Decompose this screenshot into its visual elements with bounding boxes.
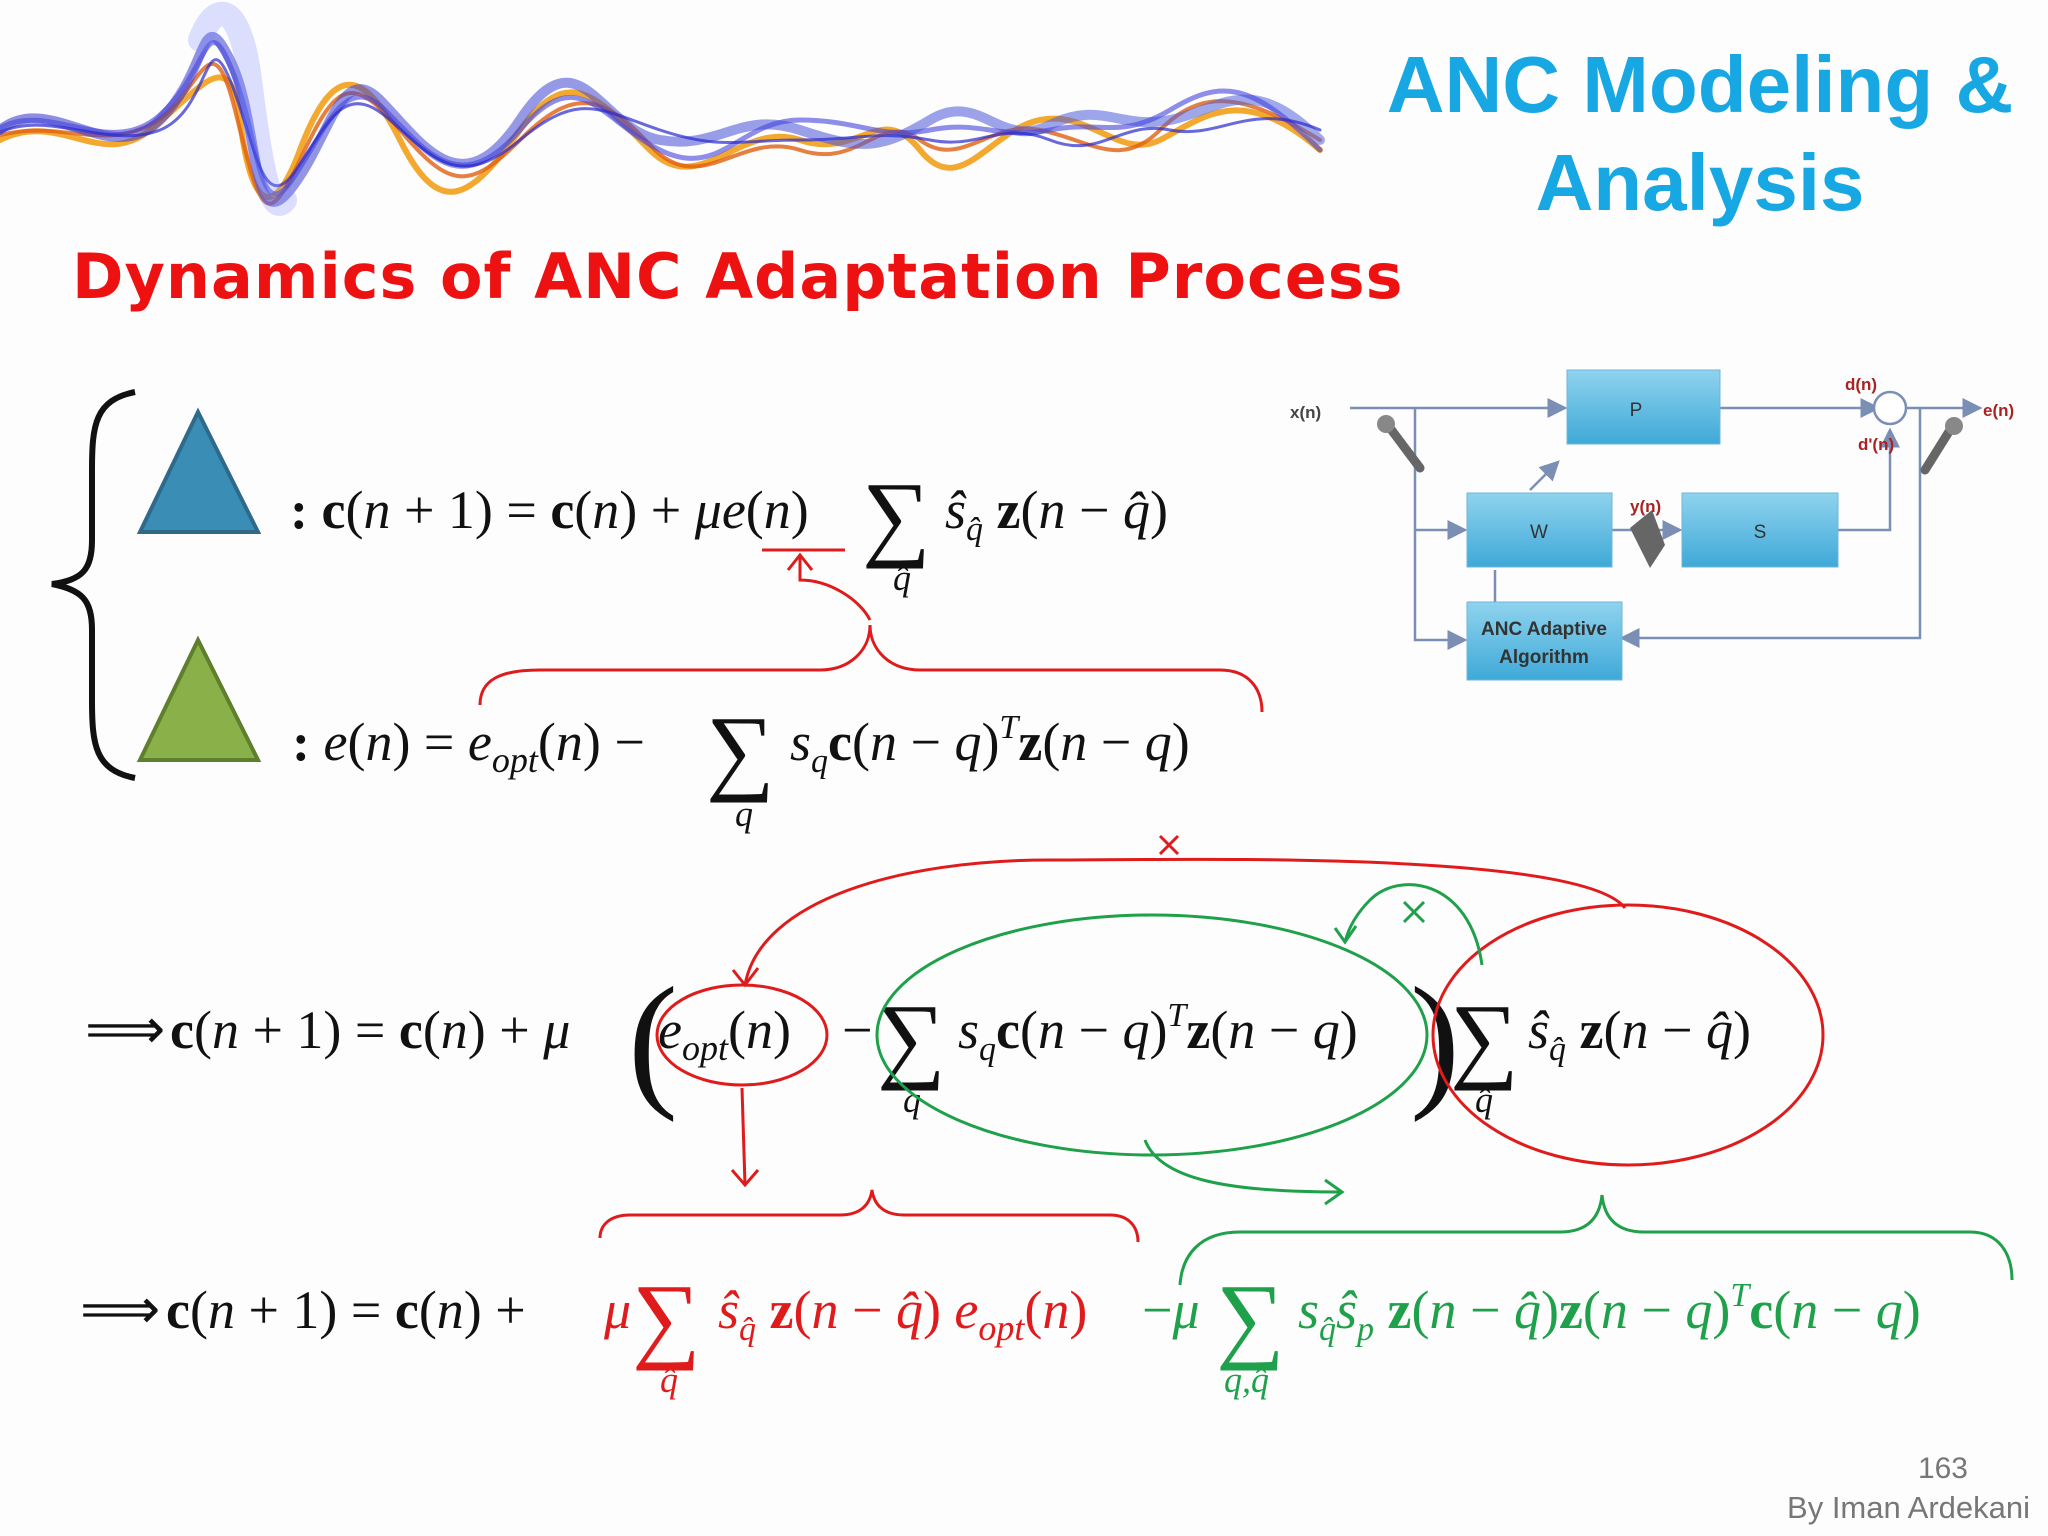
- equation-expanded: ⟹ c(n + 1) = c(n) + μ ∑ q̂ ŝq̂ z(n − q̂)…: [80, 1264, 1921, 1400]
- svg-text:ŝq̂ z(n − q̂): ŝq̂ z(n − q̂): [945, 480, 1168, 548]
- slide-subtitle: Dynamics of ANC Adaptation Process: [72, 240, 1404, 313]
- svg-text:q̂: q̂: [1475, 1080, 1493, 1120]
- svg-text:sqc(n − q)Tz(n − q): sqc(n − q)Tz(n − q): [790, 709, 1190, 780]
- block-w: [1466, 492, 1613, 568]
- svg-text:q,q̂: q,q̂: [1224, 1360, 1269, 1400]
- slide-title-line-2: Analysis: [1535, 138, 1865, 227]
- svg-text:sq̂ŝp z(n − q̂)z(n − q)Tc(n −: sq̂ŝp z(n − q̂)z(n − q)Tc(n − q): [1298, 1277, 1921, 1348]
- block-p: [1566, 369, 1721, 445]
- svg-text:−μ: −μ: [1142, 1280, 1200, 1340]
- left-brace: [51, 389, 136, 781]
- svg-text:: c(n + 1) = c(n) + μe(n): : c(n + 1) = c(n) + μe(n): [290, 480, 809, 540]
- error-microphone-icon: [1920, 417, 1963, 475]
- svg-text:∑: ∑: [632, 1264, 700, 1371]
- slide-title-line-1: ANC Modeling &: [1386, 40, 2014, 129]
- loudspeaker-icon: [1630, 510, 1665, 568]
- equation-error: : e(n) = eopt(n) − ∑ q sqc(n − q)Tz(n − …: [292, 696, 1190, 834]
- svg-text:∑: ∑: [706, 696, 774, 803]
- label-s: S: [1754, 522, 1767, 543]
- svg-text:eopt(n): eopt(n): [658, 1000, 791, 1068]
- svg-text:μ: μ: [603, 1280, 631, 1340]
- label-p: P: [1630, 400, 1643, 421]
- green-triangle-icon: [136, 635, 262, 762]
- page-number: 163: [1917, 1452, 1968, 1485]
- svg-text:∑: ∑: [862, 462, 930, 569]
- block-algorithm: [1466, 601, 1623, 681]
- svg-text:ŝq̂ z(n − q̂) eopt(n): ŝq̂ z(n − q̂) eopt(n): [718, 1280, 1087, 1348]
- label-w: W: [1530, 522, 1548, 543]
- red-expansion-annotation: [598, 834, 1825, 1243]
- svg-text:: e(n) = eopt(n) −: : e(n) = eopt(n) −: [292, 712, 645, 780]
- svg-text:q̂: q̂: [893, 558, 911, 598]
- author-credit: By Iman Ardekani: [1787, 1490, 2030, 1525]
- anc-block-diagram: x(n) P d(n) d'(n) e(n) W y(n) S ANC Adap…: [1290, 369, 2014, 681]
- svg-text:(: (: [628, 957, 678, 1123]
- block-s: [1681, 492, 1839, 568]
- label-algo-1: ANC Adaptive: [1481, 619, 1607, 640]
- label-d: d(n): [1845, 375, 1877, 394]
- svg-text:−: −: [842, 1000, 872, 1060]
- svg-text:q: q: [735, 794, 753, 834]
- svg-text:c(n + 1) = c(n) + μ: c(n + 1) = c(n) + μ: [170, 1000, 570, 1060]
- sum-junction-icon: [1872, 390, 1908, 426]
- label-d-prime: d'(n): [1858, 435, 1894, 454]
- svg-text:⟹: ⟹: [85, 999, 165, 1061]
- svg-text:c(n + 1) = c(n) +: c(n + 1) = c(n) +: [166, 1280, 526, 1340]
- reference-microphone-icon: [1377, 415, 1425, 473]
- label-algo-2: Algorithm: [1499, 647, 1589, 668]
- label-x: x(n): [1290, 403, 1321, 422]
- svg-text:∑: ∑: [1216, 1264, 1284, 1371]
- svg-text:q̂: q̂: [660, 1360, 678, 1400]
- red-substitution-annotation: [478, 548, 1264, 713]
- svg-text:∑: ∑: [1450, 984, 1518, 1091]
- label-e: e(n): [1983, 401, 2014, 420]
- svg-text:sqc(n − q)Tz(n − q): sqc(n − q)Tz(n − q): [958, 997, 1358, 1068]
- svg-text:): ): [1410, 957, 1460, 1123]
- label-y: y(n): [1630, 497, 1661, 516]
- equation-update: : c(n + 1) = c(n) + μe(n) ∑ q̂ ŝq̂ z(n −…: [290, 462, 1168, 598]
- wave-banner: [0, 1, 1325, 216]
- slide-title: ANC Modeling & Analysis: [1340, 36, 2048, 232]
- svg-text:ŝq̂ z(n − q̂): ŝq̂ z(n − q̂): [1528, 1000, 1751, 1068]
- svg-text:⟹: ⟹: [80, 1279, 160, 1341]
- green-expansion-annotation: [875, 883, 2014, 1286]
- equation-substituted: ⟹ c(n + 1) = c(n) + μ ( eopt(n) − ∑ q sq…: [85, 957, 1751, 1123]
- blue-triangle-icon: [136, 407, 262, 534]
